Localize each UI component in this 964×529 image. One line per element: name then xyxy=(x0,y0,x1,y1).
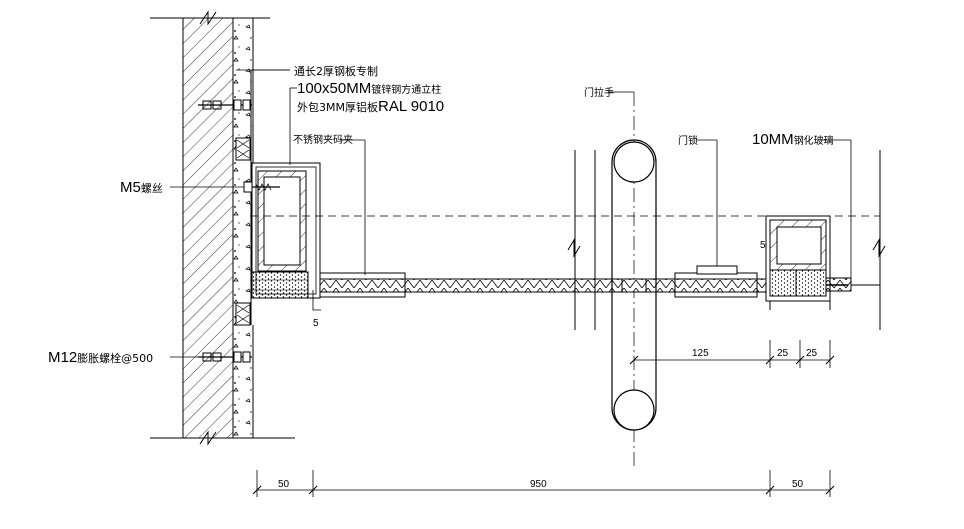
label-steel-plate: 通长2厚钢板专制 xyxy=(294,64,378,78)
glass-panel-left xyxy=(312,272,596,311)
dim-5-side: 5 xyxy=(760,240,766,251)
steel-tube-post xyxy=(251,162,321,299)
dimension-lines xyxy=(252,340,835,497)
sealant-pad xyxy=(235,302,251,326)
dim-25a: 25 xyxy=(777,348,789,359)
label-m5-screw: M5螺丝 xyxy=(120,179,163,196)
dim-5-bottom: 5 xyxy=(313,318,319,329)
label-door-handle: 门拉手 xyxy=(584,86,614,99)
break-symbol-icon xyxy=(199,430,217,446)
glass-panel-right xyxy=(594,265,768,298)
break-symbol-icon xyxy=(199,10,217,26)
wall xyxy=(150,10,295,446)
label-glass: 10MM钢化玻璃 xyxy=(752,131,834,148)
label-cladding: 外包3MM厚铝板RAL 9010 xyxy=(297,98,444,115)
dim-125: 125 xyxy=(692,348,709,359)
dim-bottom-left: 50 xyxy=(278,479,290,490)
label-door-lock: 门锁 xyxy=(678,134,698,147)
label-tube-spec: 100x50MM镀锌钢方通立柱 xyxy=(297,80,441,97)
dim-bottom-mid: 950 xyxy=(530,479,547,490)
expansion-bolt-lower xyxy=(198,351,252,363)
label-clamp: 不锈钢夹码夹 xyxy=(293,133,353,146)
expansion-bolt-upper xyxy=(198,99,252,111)
dim-25b: 25 xyxy=(806,348,818,359)
dim-bottom-right: 50 xyxy=(792,479,804,490)
door-frame-right xyxy=(765,150,886,330)
sealant-pad xyxy=(235,137,251,161)
leader-lines xyxy=(170,69,852,358)
label-m12-bolt: M12膨胀螺栓@500 xyxy=(48,349,153,366)
